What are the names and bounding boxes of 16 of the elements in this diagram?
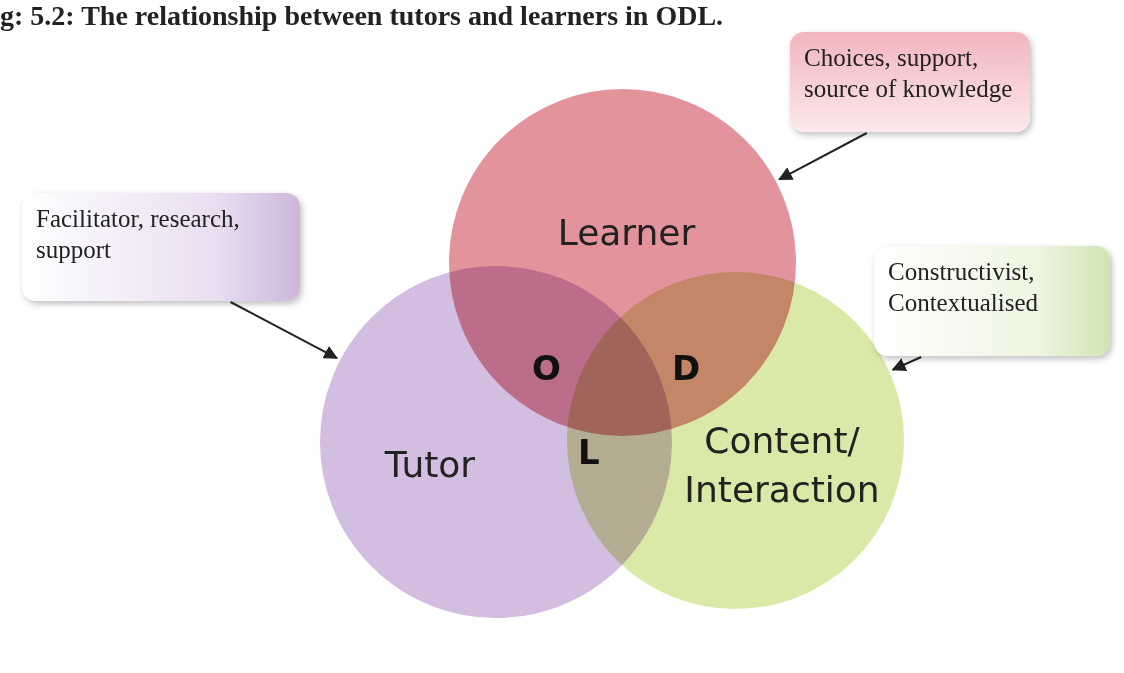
arrow	[778, 132, 868, 181]
callout-box	[22, 193, 300, 301]
callout-text: Facilitator, research, support	[36, 204, 241, 266]
overlap-letter: O	[532, 348, 561, 388]
circle-label: Content/ Interaction	[683, 419, 881, 512]
callout-text: Constructivist, Contextualised	[888, 257, 1039, 319]
callout-box	[874, 246, 1110, 356]
arrow	[891, 356, 923, 371]
figure-title: g: 5.2: The relationship between tutors and learners in ODL.	[0, 0, 724, 32]
circle-label: Learner	[556, 211, 697, 255]
callout-text: Choices, support, source of knowledge	[804, 43, 1014, 105]
overlap-letter: L	[578, 432, 600, 472]
overlap-letter: D	[672, 348, 701, 388]
callout-box	[790, 32, 1030, 132]
circle-label: Tutor	[383, 443, 477, 487]
arrow	[229, 301, 338, 360]
